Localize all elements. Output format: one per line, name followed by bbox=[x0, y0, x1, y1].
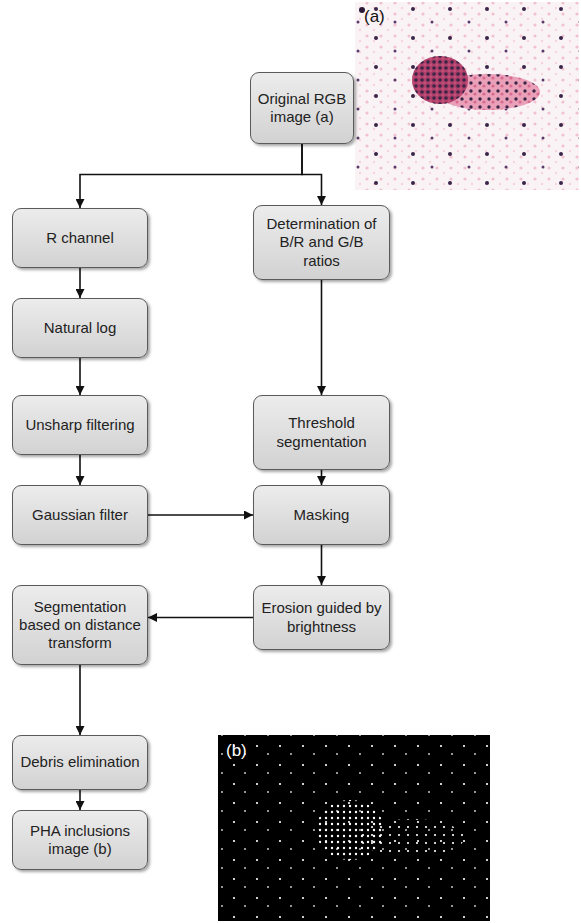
flow-arrow bbox=[148, 617, 253, 619]
process-box: Threshold segmentation bbox=[253, 395, 390, 470]
box-label: Natural log bbox=[44, 319, 117, 337]
image-label: (a) bbox=[364, 8, 385, 25]
flow-arrow bbox=[79, 665, 81, 735]
flow-arrow bbox=[302, 144, 322, 205]
flow-arrow bbox=[321, 470, 323, 485]
process-box: Original RGB image (a) bbox=[250, 72, 354, 144]
box-label: R channel bbox=[46, 229, 114, 247]
process-box: Erosion guided by brightness bbox=[253, 585, 390, 650]
flow-arrow bbox=[79, 455, 81, 485]
process-box: Masking bbox=[253, 485, 390, 545]
flow-arrow bbox=[79, 358, 81, 395]
box-label: Determination of B/R and G/B ratios bbox=[260, 215, 383, 270]
box-label: Threshold segmentation bbox=[260, 414, 383, 451]
process-box: PHA inclusions image (b) bbox=[12, 810, 148, 870]
flow-arrow bbox=[321, 280, 323, 395]
flow-arrow bbox=[80, 144, 302, 208]
inclusions-image bbox=[218, 735, 490, 921]
process-box: Natural log bbox=[12, 298, 148, 358]
flow-arrow bbox=[321, 545, 323, 585]
flow-arrow bbox=[79, 268, 81, 298]
box-label: PHA inclusions image (b) bbox=[19, 822, 141, 859]
box-label: Unsharp filtering bbox=[25, 416, 134, 434]
process-box: Segmentation based on distance transform bbox=[12, 585, 148, 665]
image-label: (b) bbox=[226, 742, 247, 759]
box-label: Debris elimination bbox=[20, 753, 139, 771]
box-label: Original RGB image (a) bbox=[257, 90, 347, 127]
flow-arrow bbox=[148, 514, 253, 516]
rgb-micrograph bbox=[355, 2, 579, 190]
box-label: Masking bbox=[294, 506, 350, 524]
box-label: Gaussian filter bbox=[32, 506, 128, 524]
process-box: Determination of B/R and G/B ratios bbox=[253, 205, 390, 280]
process-box: Unsharp filtering bbox=[12, 395, 148, 455]
process-box: R channel bbox=[12, 208, 148, 268]
box-label: Erosion guided by brightness bbox=[260, 599, 383, 636]
flow-arrow bbox=[79, 790, 81, 810]
box-label: Segmentation based on distance transform bbox=[19, 598, 141, 653]
process-box: Gaussian filter bbox=[12, 485, 148, 545]
process-box: Debris elimination bbox=[12, 735, 148, 790]
